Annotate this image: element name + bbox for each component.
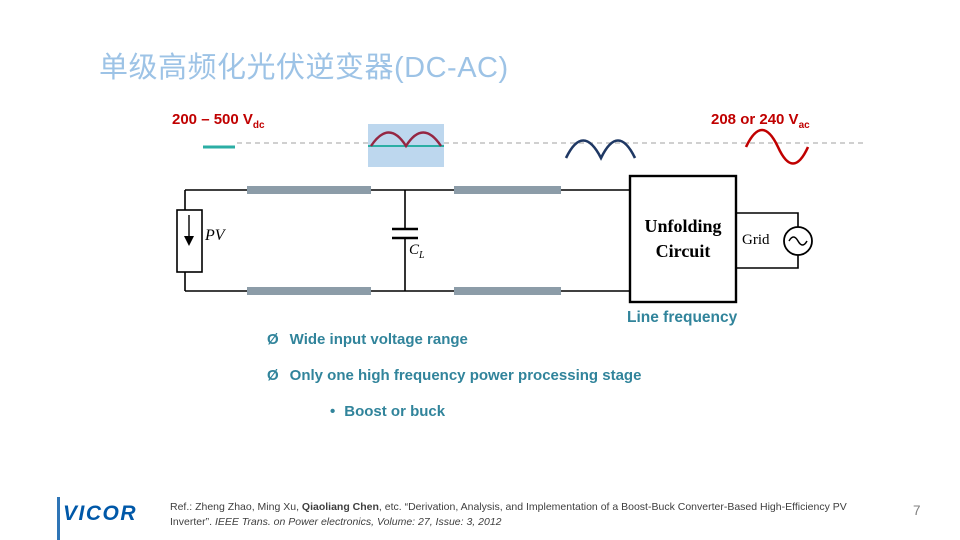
rectified-waveform <box>564 139 637 161</box>
capacitor-subscript: L <box>419 250 425 261</box>
transmission-bar-top-left <box>247 186 371 194</box>
reference-journal-italic: IEEE Trans. on Power electronics, Volume… <box>214 515 502 528</box>
output-voltage-subscript: ac <box>798 120 810 131</box>
bullet-marker-icon: Ø <box>267 331 279 348</box>
sub-bullet-marker-icon: • <box>330 403 336 420</box>
unfolding-circuit-line2: Circuit <box>655 241 711 261</box>
output-voltage-text: 208 or 240 V <box>711 111 799 128</box>
capacitor-symbol-text: C <box>409 242 420 258</box>
vicor-logo: VICOR <box>63 502 138 525</box>
reference-part1: Ref.: Zheng Zhao, Ming Xu, <box>170 501 302 513</box>
ac-source-sine-icon <box>788 236 808 246</box>
bullet-text: Only one high frequency power processing… <box>289 367 642 384</box>
bullet-text: Wide input voltage range <box>289 331 468 348</box>
ac-waveform <box>744 128 810 165</box>
output-voltage-label: 208 or 240 Vac <box>711 111 810 131</box>
unfolding-circuit-line1: Unfolding <box>644 216 722 236</box>
sub-bullet-text: Boost or buck <box>344 403 446 420</box>
reference-text: Ref.: Zheng Zhao, Ming Xu, Qiaoliang Che… <box>170 500 858 529</box>
line-frequency-label: Line frequency <box>627 309 738 326</box>
bullet-single-stage: Ø Only one high frequency power processin… <box>267 367 641 384</box>
unfolding-circuit-box <box>628 174 738 304</box>
transmission-bar-bottom-right <box>454 287 561 295</box>
pv-arrow-icon <box>184 236 194 246</box>
grid-wire-top <box>736 212 799 227</box>
unfolding-circuit-label: Unfolding Circuit <box>631 214 735 264</box>
transmission-bar-top-right <box>454 186 561 194</box>
input-voltage-text: 200 – 500 V <box>172 111 253 128</box>
transmission-bar-bottom-left <box>247 287 371 295</box>
grid-label: Grid <box>742 232 770 248</box>
slide-title: 单级高频化光伏逆变器(DC-AC) <box>99 52 509 84</box>
input-voltage-label: 200 – 500 Vdc <box>172 111 265 131</box>
capacitor-label: CL <box>409 242 425 261</box>
reference-author-bold: Qiaoliang Chen <box>301 501 379 513</box>
grid-wire-bottom <box>736 255 799 269</box>
reference-part3: , etc. “Derivation, Analysis, and Implem… <box>170 501 847 528</box>
pv-label: PV <box>205 227 225 244</box>
footer-accent-bar <box>57 497 60 540</box>
hf-rectified-waveform <box>370 131 442 149</box>
bullet-wide-input-range: Ø Wide input voltage range <box>267 331 468 348</box>
sub-bullet-boost-or-buck: • Boost or buck <box>330 403 445 420</box>
bullet-marker-icon: Ø <box>267 367 279 384</box>
page-number: 7 <box>913 503 921 518</box>
input-voltage-subscript: dc <box>252 120 265 131</box>
